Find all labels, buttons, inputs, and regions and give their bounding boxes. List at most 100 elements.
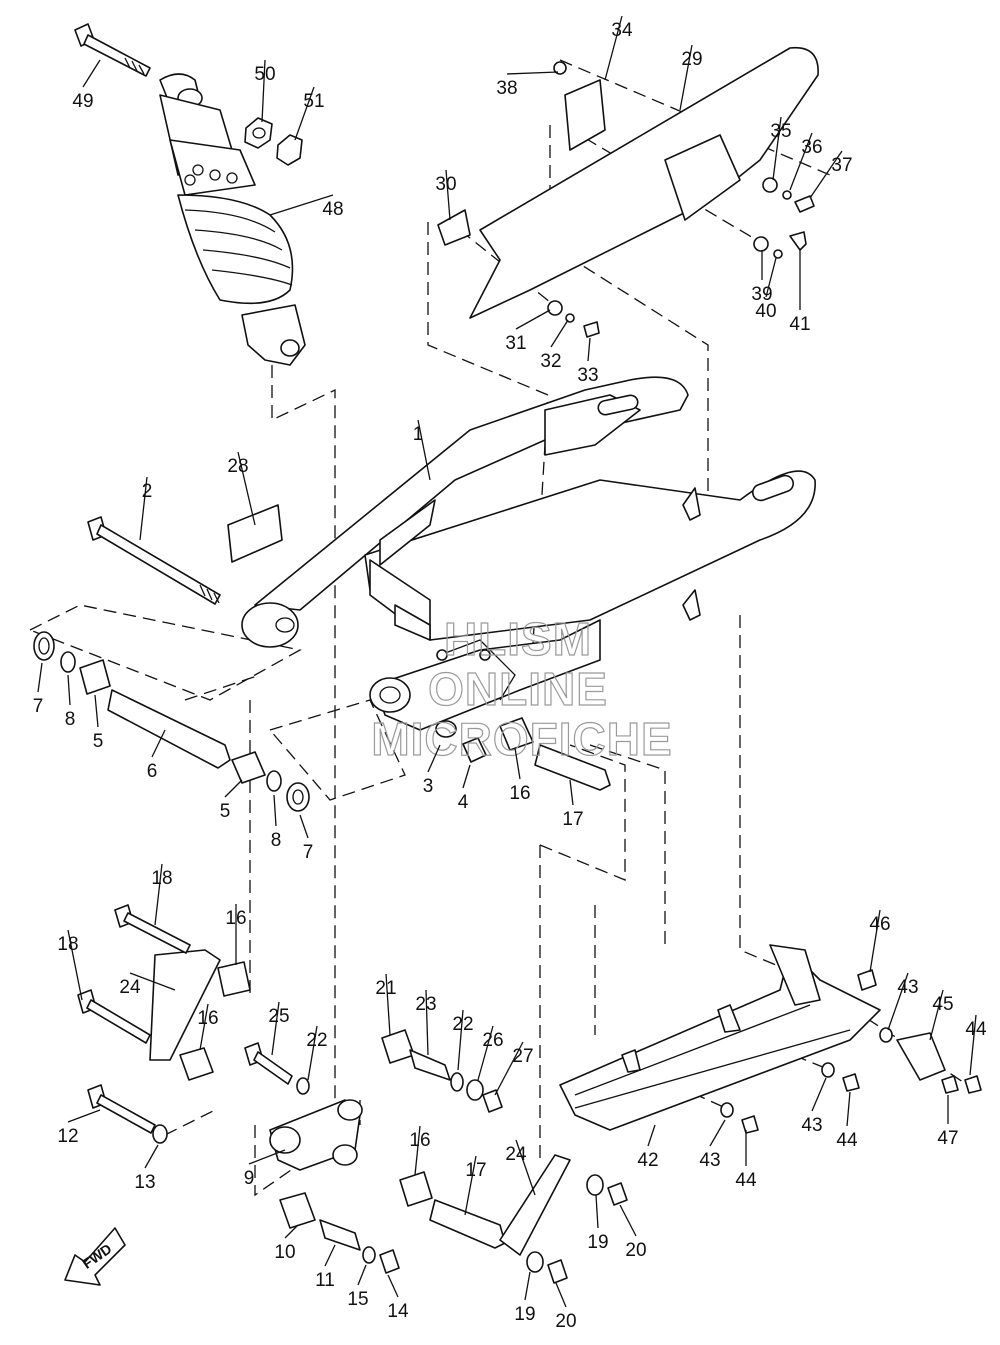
part-number-16d: 16 bbox=[409, 1130, 430, 1151]
leader-line bbox=[82, 59, 101, 88]
bolt-49 bbox=[74, 23, 151, 77]
part-number-42: 42 bbox=[637, 1150, 658, 1171]
leader-line bbox=[385, 973, 391, 1036]
leader-line bbox=[151, 729, 166, 758]
part-number-16b: 16 bbox=[225, 908, 246, 929]
leader-line bbox=[709, 1119, 726, 1147]
part-number-30: 30 bbox=[435, 174, 456, 195]
leader-line bbox=[765, 257, 777, 298]
leader-line bbox=[569, 779, 574, 806]
part-number-25: 25 bbox=[268, 1006, 289, 1027]
leader-line bbox=[139, 476, 148, 541]
leader-line bbox=[67, 929, 83, 1001]
leader-line bbox=[129, 972, 176, 991]
leader-line bbox=[929, 989, 944, 1041]
leader-line bbox=[969, 1014, 977, 1076]
part-number-41: 41 bbox=[789, 314, 810, 335]
part-number-45: 45 bbox=[932, 994, 953, 1015]
part-number-21: 21 bbox=[375, 978, 396, 999]
leader-line bbox=[299, 814, 309, 839]
nut-50 bbox=[244, 117, 273, 149]
part-number-11: 11 bbox=[315, 1270, 335, 1291]
part-number-15: 15 bbox=[347, 1289, 368, 1310]
watermark: HLISM ONLINE MICROFICHE bbox=[371, 612, 673, 765]
leader-line bbox=[417, 419, 431, 481]
part-number-4: 4 bbox=[458, 792, 469, 813]
leader-line bbox=[587, 337, 591, 362]
part-number-22b: 22 bbox=[452, 1014, 473, 1035]
leader-line bbox=[387, 1274, 399, 1298]
leader-line bbox=[789, 132, 813, 191]
part-number-23: 23 bbox=[415, 994, 436, 1015]
part-number-43c: 43 bbox=[897, 977, 918, 998]
part-callouts: 1234556778891011121314151616161617171818… bbox=[33, 15, 987, 1332]
part-number-28: 28 bbox=[227, 456, 248, 477]
part-number-14: 14 bbox=[387, 1301, 409, 1322]
part-number-46: 46 bbox=[869, 914, 890, 935]
leader-line bbox=[199, 1003, 209, 1051]
axle-bolt-2 bbox=[87, 516, 221, 605]
part-number-20a: 20 bbox=[625, 1240, 646, 1261]
part-number-48: 48 bbox=[322, 199, 343, 220]
part-number-51: 51 bbox=[303, 91, 324, 112]
part-number-8b: 8 bbox=[271, 830, 282, 851]
chain-case-42 bbox=[559, 944, 982, 1134]
leader-line bbox=[269, 194, 334, 216]
part-number-44a: 44 bbox=[735, 1170, 757, 1191]
leader-line bbox=[679, 44, 693, 111]
part-number-19a: 19 bbox=[587, 1232, 608, 1253]
leader-line bbox=[307, 1025, 318, 1081]
leader-line bbox=[462, 764, 471, 789]
part-number-50: 50 bbox=[254, 64, 275, 85]
leader-line bbox=[237, 451, 256, 526]
part-number-16a: 16 bbox=[509, 783, 530, 804]
part-number-18b: 18 bbox=[57, 934, 78, 955]
leader-line bbox=[647, 1124, 656, 1147]
part-number-26: 26 bbox=[482, 1030, 503, 1051]
chain-guard-29 bbox=[437, 46, 819, 338]
leader-line bbox=[464, 1155, 477, 1216]
part-number-10: 10 bbox=[274, 1242, 295, 1263]
watermark-line-1: HLISM bbox=[444, 613, 592, 665]
leader-line bbox=[445, 169, 451, 221]
part-number-35: 35 bbox=[770, 121, 791, 142]
part-number-37: 37 bbox=[831, 155, 852, 176]
part-number-39: 39 bbox=[751, 284, 772, 305]
part-number-44b: 44 bbox=[836, 1130, 858, 1151]
part-number-43a: 43 bbox=[699, 1150, 720, 1171]
leader-line bbox=[555, 1282, 567, 1308]
part-number-24b: 24 bbox=[505, 1144, 527, 1165]
part-number-9: 9 bbox=[244, 1168, 255, 1189]
part-number-7b: 7 bbox=[303, 842, 314, 863]
leader-line bbox=[324, 1244, 336, 1267]
leader-line bbox=[524, 1271, 531, 1301]
fwd-arrow-icon: FWD bbox=[64, 1227, 126, 1286]
swingarm-body bbox=[241, 376, 816, 731]
pivot-right-parts bbox=[435, 717, 611, 791]
part-number-2: 2 bbox=[142, 481, 153, 502]
leader-line bbox=[811, 1077, 827, 1112]
leader-line bbox=[271, 1001, 280, 1056]
leader-line bbox=[457, 1009, 464, 1071]
part-number-24a: 24 bbox=[119, 977, 141, 998]
part-number-32: 32 bbox=[540, 351, 561, 372]
part-number-5a: 5 bbox=[93, 731, 104, 752]
label-28 bbox=[227, 504, 283, 563]
part-number-31: 31 bbox=[505, 333, 526, 354]
part-number-38: 38 bbox=[496, 78, 517, 99]
leader-line bbox=[427, 744, 441, 773]
leader-line bbox=[515, 309, 551, 330]
relay-arm-9 bbox=[269, 1099, 363, 1171]
leader-line bbox=[67, 1109, 101, 1123]
part-number-7a: 7 bbox=[33, 696, 44, 717]
part-number-40: 40 bbox=[755, 301, 776, 322]
part-number-3: 3 bbox=[423, 776, 434, 797]
leader-line bbox=[294, 86, 315, 141]
leader-line bbox=[869, 909, 881, 973]
part-number-33: 33 bbox=[577, 365, 598, 386]
leader-line bbox=[887, 972, 909, 1031]
watermark-line-3: MICROFICHE bbox=[371, 713, 672, 765]
leader-line bbox=[494, 1041, 524, 1096]
part-number-34: 34 bbox=[611, 20, 633, 41]
